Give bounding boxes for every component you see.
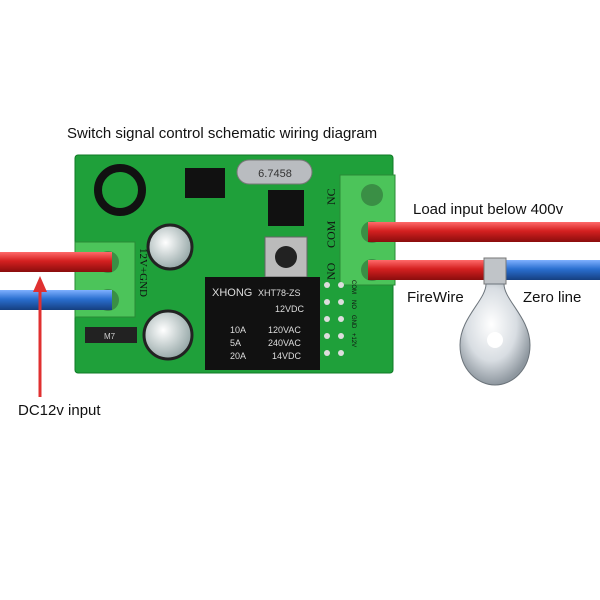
chip-2 (268, 190, 304, 226)
relay-rating-v: 120VAC (268, 325, 301, 335)
header-pin-label: GND (350, 315, 356, 329)
dc-positive-wire (0, 252, 112, 272)
power-terminal-label: 12V+GND (137, 248, 149, 297)
load-input-wire (368, 222, 600, 242)
relay-rating-a: 20A (230, 351, 246, 361)
antenna-coil (94, 164, 146, 216)
capacitor-1 (146, 223, 194, 271)
relay-coil: 12VDC (275, 304, 305, 314)
firewire-label: FireWire (407, 289, 464, 306)
relay-rating-a: 10A (230, 325, 246, 335)
header-pins (324, 282, 344, 356)
light-bulb-icon (459, 257, 531, 386)
dc-ground-wire (0, 290, 112, 310)
header-pin-label: NO (350, 300, 356, 309)
relay-model: XHT78-ZS (258, 288, 301, 298)
relay-brand: XHONG (212, 287, 252, 299)
terminal-no: NO (324, 262, 338, 280)
relay-rating-v: 240VAC (268, 338, 301, 348)
header-pin-label: +12V (350, 333, 356, 347)
crystal-label: 6.7458 (258, 168, 292, 180)
chip-1 (185, 168, 225, 198)
dc-input-label: DC12v input (18, 402, 101, 419)
capacitor-2 (142, 309, 194, 361)
diagram-title: Switch signal control schematic wiring d… (67, 125, 378, 142)
zero-line-label: Zero line (523, 289, 582, 306)
relay-body (205, 277, 320, 370)
load-input-label: Load input below 400v (413, 201, 564, 218)
zero-line-wire (493, 260, 600, 280)
diode (85, 327, 137, 343)
header-pin-label: COM (350, 280, 356, 294)
crystal (236, 159, 313, 185)
arrow-icon (33, 276, 47, 397)
relay-rating-a: 5A (230, 338, 241, 348)
terminal-nc: NC (324, 188, 338, 205)
firewire-wire (368, 260, 493, 280)
diode-label: M7 (104, 332, 116, 341)
relay-rating-v: 14VDC (272, 351, 302, 361)
terminal-com: COM (324, 220, 338, 248)
